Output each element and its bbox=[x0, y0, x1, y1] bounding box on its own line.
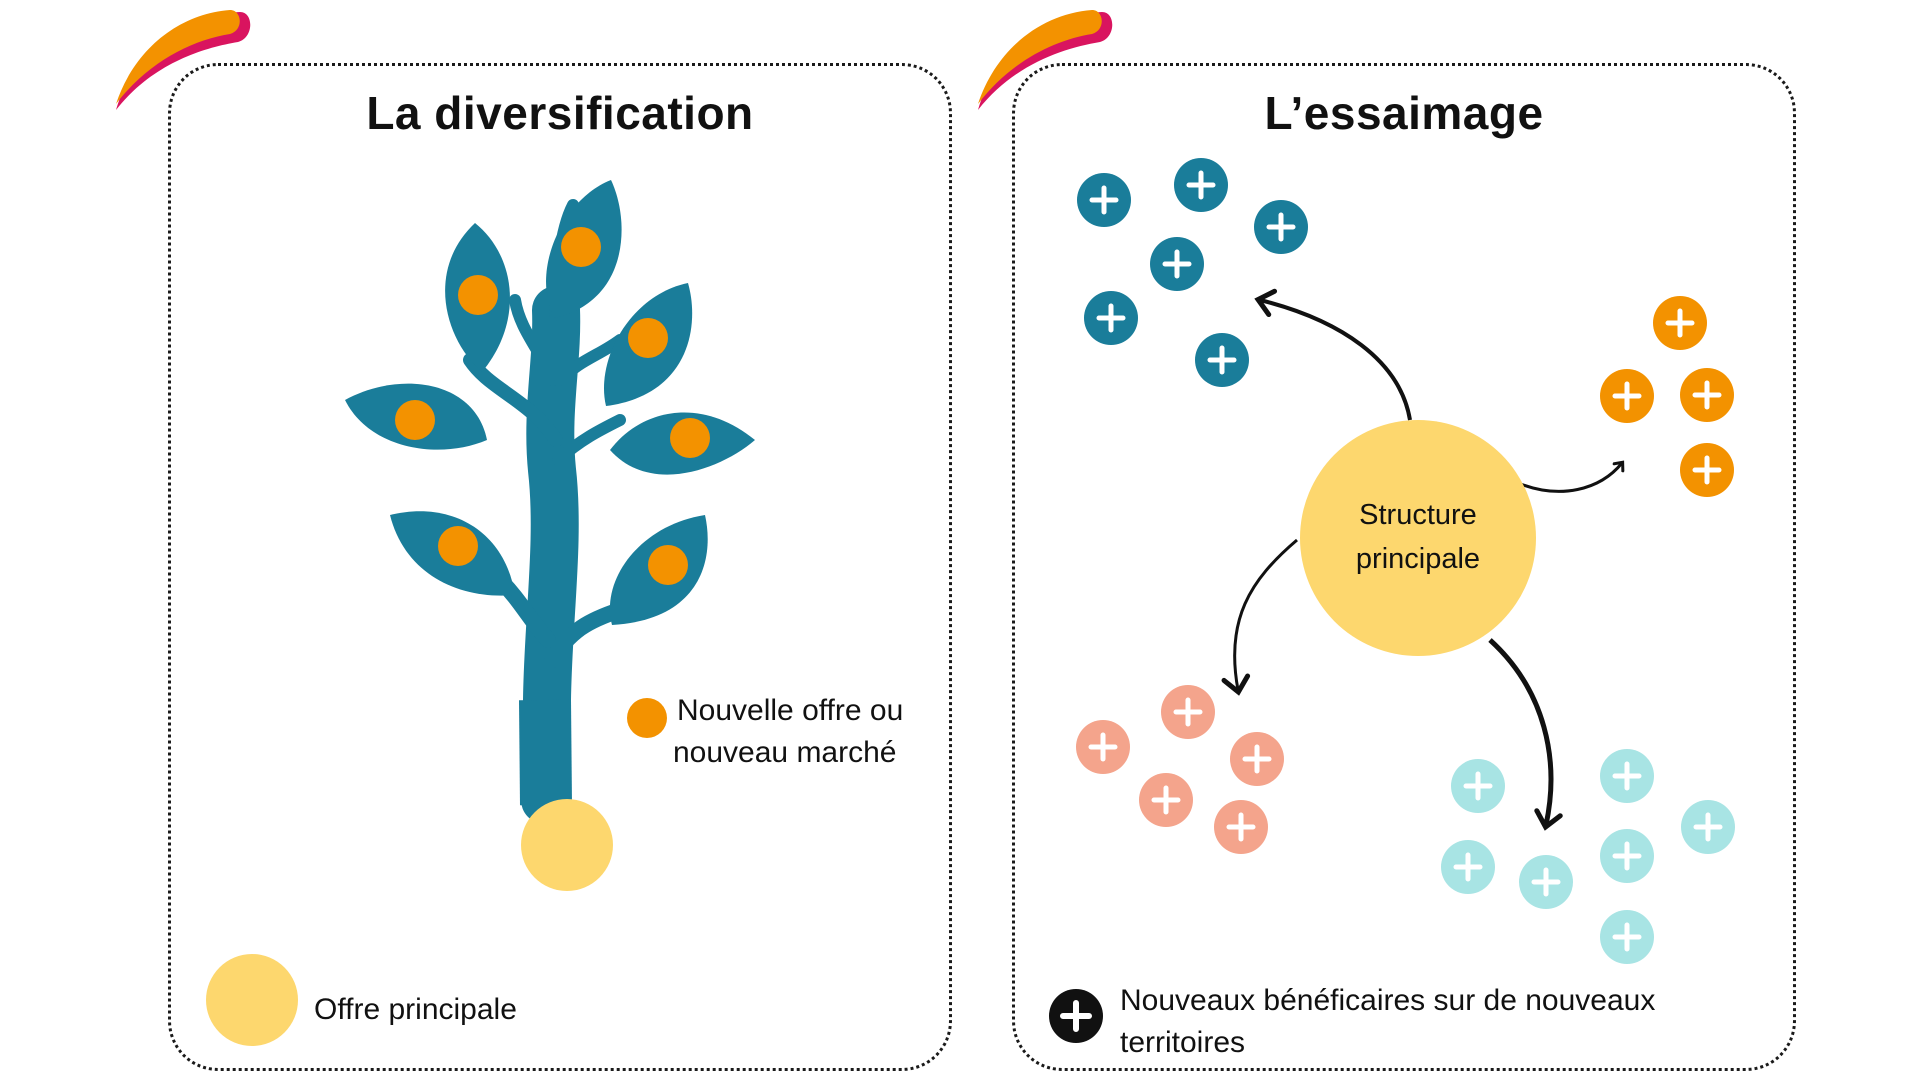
legend-plus-icon bbox=[1049, 989, 1103, 1043]
teal-plus-icon bbox=[1150, 237, 1204, 291]
structure-line1: Structure bbox=[1359, 499, 1477, 531]
essaimage-panel: L’essaimage bbox=[1012, 63, 1796, 1071]
salmon-plus-icon bbox=[1139, 773, 1193, 827]
cyan-plus-icon bbox=[1600, 829, 1654, 883]
branch bbox=[552, 414, 626, 466]
diversification-title: La diversification bbox=[366, 87, 754, 139]
orange-plus-icon bbox=[1653, 296, 1707, 350]
brand-swoosh-right-icon bbox=[978, 10, 1113, 110]
branch bbox=[554, 334, 626, 386]
new-offer-dot bbox=[458, 275, 498, 315]
branch bbox=[463, 353, 563, 447]
salmon-plus-icon bbox=[1076, 720, 1130, 774]
legend-main-offer-label: Offre principale bbox=[314, 993, 517, 1026]
essaimage-title: L’essaimage bbox=[1264, 87, 1544, 139]
cyan-plus-icon bbox=[1451, 759, 1505, 813]
orange-plus-icon bbox=[1680, 443, 1734, 497]
salmon-plus-icon bbox=[1230, 732, 1284, 786]
cyan-plus-icon bbox=[1600, 910, 1654, 964]
salmon-plus-icon bbox=[1161, 685, 1215, 739]
legend-new-offer-line1: Nouvelle offre ou bbox=[677, 694, 904, 727]
new-offer-dot bbox=[395, 400, 435, 440]
legend-new-offer-dot bbox=[627, 698, 667, 738]
cyan-plus-icon bbox=[1600, 749, 1654, 803]
legend-beneficiaries-line2: territoires bbox=[1120, 1026, 1246, 1059]
salmon-plus-icon bbox=[1214, 800, 1268, 854]
arrow-to-salmon bbox=[1221, 538, 1298, 696]
structure-principale-node bbox=[1300, 420, 1536, 656]
new-offer-dot bbox=[438, 526, 478, 566]
new-offer-dot bbox=[628, 318, 668, 358]
cyan-plus-icon bbox=[1441, 840, 1495, 894]
arrow-to-orange bbox=[1517, 463, 1622, 493]
teal-plus-icon bbox=[1174, 158, 1228, 212]
new-offer-dot bbox=[648, 545, 688, 585]
arrow-to-cyan bbox=[1488, 638, 1563, 831]
branch bbox=[509, 294, 559, 386]
new-offer-dot bbox=[670, 418, 710, 458]
arrow-to-teal bbox=[1254, 288, 1412, 421]
legend-new-offer-label: Nouvelle offre ou nouveau marché bbox=[673, 690, 904, 774]
teal-plus-icon bbox=[1254, 200, 1308, 254]
new-offer-dot bbox=[561, 227, 601, 267]
legend-new-offer-line2: nouveau marché bbox=[673, 736, 897, 769]
cyan-plus-icon bbox=[1519, 855, 1573, 909]
main-offer-root-dot bbox=[521, 799, 613, 891]
orange-plus-icon bbox=[1600, 369, 1654, 423]
teal-plus-icon bbox=[1084, 291, 1138, 345]
tree-trunk-base bbox=[519, 699, 572, 806]
structure-line2: principale bbox=[1356, 543, 1480, 575]
teal-plus-icon bbox=[1077, 173, 1131, 227]
legend-beneficiaries-line1: Nouveaux bénéficaires sur de nouveaux bbox=[1120, 984, 1656, 1017]
legend-beneficiaries-label: Nouveaux bénéficaires sur de nouveaux te… bbox=[1120, 980, 1655, 1064]
cyan-plus-icon bbox=[1681, 800, 1735, 854]
teal-plus-icon bbox=[1195, 333, 1249, 387]
orange-plus-icon bbox=[1680, 368, 1734, 422]
legend-main-offer-dot bbox=[206, 954, 298, 1046]
brand-swoosh-left-icon bbox=[116, 10, 251, 110]
diversification-panel: La diversification bbox=[168, 63, 952, 1071]
